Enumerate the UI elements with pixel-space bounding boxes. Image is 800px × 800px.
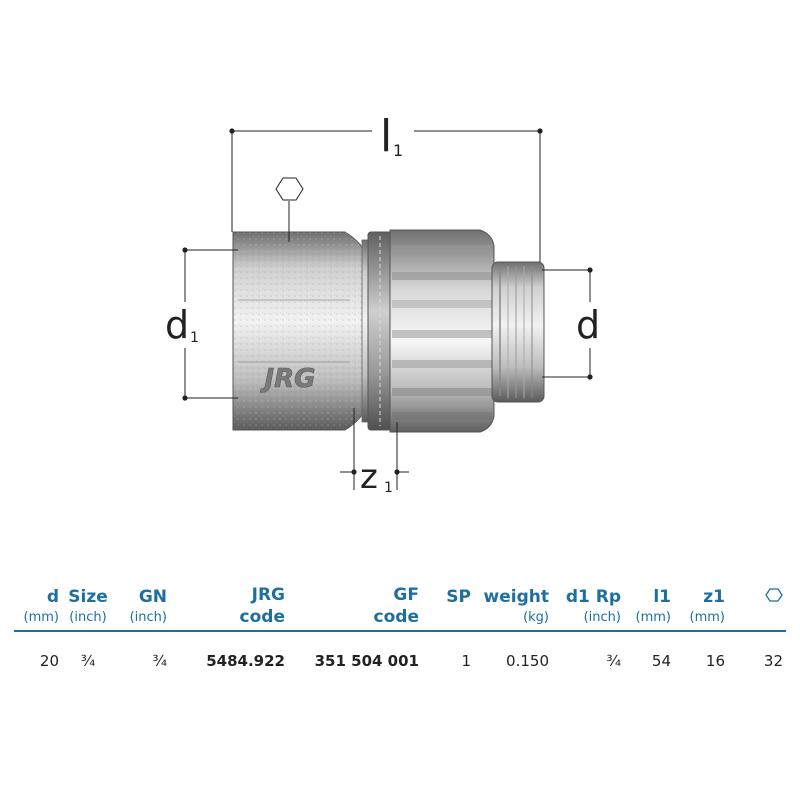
brand-stamp: JRG	[259, 364, 315, 394]
dimension-d1	[184, 249, 238, 399]
fitting-drawing: JRG l 1 d	[165, 111, 600, 497]
fitting-pipe-end	[491, 261, 545, 403]
spec-table: d (mm) Size (inch) GN (inch) JRG code GF…	[14, 584, 786, 670]
cell-gf-code: 351 504 001	[314, 652, 419, 670]
dimension-d	[542, 269, 591, 378]
fitting-sleeve	[367, 231, 393, 431]
fitting-nut	[389, 229, 495, 433]
cell-hexagon: 32	[763, 652, 783, 670]
cell-d1-rp: ¾	[606, 652, 621, 670]
label-z1-sub: 1	[384, 480, 393, 496]
header-sp: SP	[422, 584, 474, 632]
cell-gn: ¾	[152, 652, 167, 670]
hexagon-icon	[765, 588, 783, 602]
label-d: d	[576, 303, 600, 347]
header-jrg-code: JRG code	[170, 584, 288, 632]
hexagon-icon	[275, 177, 304, 242]
header-d: d (mm)	[14, 584, 62, 632]
label-d1-sub: 1	[190, 330, 199, 346]
header-gn: GN (inch)	[114, 584, 170, 632]
cell-size: ¾	[80, 652, 96, 670]
label-z1: z	[360, 457, 378, 497]
table-row: 20 ¾ ¾ 5484.922 351 504 001 1 0.150 ¾ 54…	[14, 631, 786, 670]
table-header-row: d (mm) Size (inch) GN (inch) JRG code GF…	[14, 584, 786, 632]
header-hexagon	[728, 584, 786, 632]
cell-z1: 16	[705, 652, 725, 670]
cell-d: 20	[39, 652, 59, 670]
cell-weight: 0.150	[506, 652, 549, 670]
header-l1: l1 (mm)	[624, 584, 674, 632]
label-l1-sub: 1	[393, 141, 403, 160]
cell-sp: 1	[461, 652, 471, 670]
cell-l1: 54	[651, 652, 671, 670]
header-size: Size (inch)	[62, 584, 114, 632]
header-weight: weight (kg)	[474, 584, 552, 632]
header-d1-rp: d1 Rp (inch)	[552, 584, 624, 632]
label-l1: l	[380, 111, 392, 162]
label-d1: d	[165, 303, 189, 347]
dimension-l1	[231, 130, 541, 262]
fitting-body: JRG	[232, 231, 389, 431]
cell-jrg-code: 5484.922	[206, 652, 285, 670]
header-gf-code: GF code	[288, 584, 422, 632]
header-z1: z1 (mm)	[674, 584, 728, 632]
